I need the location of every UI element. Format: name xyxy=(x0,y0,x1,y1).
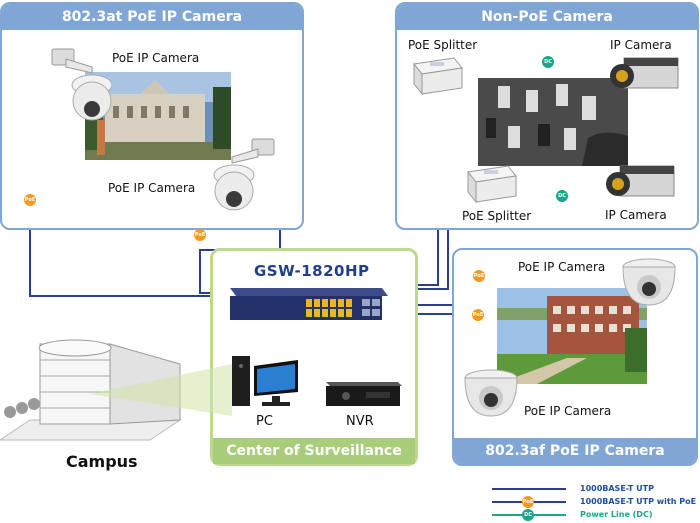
poe-splitter-2 xyxy=(467,165,517,204)
label-poe-ip-camera-2: PoE IP Camera xyxy=(108,181,196,195)
dc-badge-2: DC xyxy=(556,190,568,202)
dome-camera-2 xyxy=(464,369,518,417)
legend-utp: 1000BASE-T UTP xyxy=(580,484,654,493)
legend-poe-badge: PoE xyxy=(522,496,534,508)
box-camera-1 xyxy=(610,57,679,89)
gsw-1820hp-switch xyxy=(230,288,388,320)
switch-model-label: GSW-1820HP xyxy=(254,262,370,280)
legend-dc-badge: DC xyxy=(522,509,534,521)
dc-badge-1: DC xyxy=(542,56,554,68)
label-poe-splitter-2: PoE Splitter xyxy=(462,209,532,223)
poe-badge-1: PoE xyxy=(24,194,36,206)
label-ip-camera-2: IP Camera xyxy=(605,208,667,222)
poe-splitter-1 xyxy=(413,57,463,96)
poe-badge-4: PoE xyxy=(472,309,484,321)
label-poe-ip-camera-4: PoE IP Camera xyxy=(524,404,612,418)
box-camera-2 xyxy=(606,165,675,197)
pc-computer xyxy=(232,356,298,406)
campus-building xyxy=(0,339,232,441)
parking-lot-photo xyxy=(478,78,628,166)
label-nvr: NVR xyxy=(346,414,374,429)
label-pc: PC xyxy=(256,414,273,429)
campus-label: Campus xyxy=(66,452,138,471)
label-poe-ip-camera-3: PoE IP Camera xyxy=(518,260,606,274)
dome-camera-1 xyxy=(622,258,676,306)
poe-badge-3: PoE xyxy=(473,270,485,282)
panel-at-camera-title: 802.3at PoE IP Camera xyxy=(2,4,302,30)
nvr-recorder xyxy=(326,382,402,406)
panel-center-title: Center of Surveillance xyxy=(213,438,415,464)
label-poe-splitter-1: PoE Splitter xyxy=(408,38,478,52)
campus-building-photo xyxy=(497,288,647,384)
label-ip-camera-1: IP Camera xyxy=(610,38,672,52)
legend-utp-poe: 1000BASE-T UTP with PoE xyxy=(580,497,697,506)
poe-badge-2: PoE xyxy=(194,229,206,241)
panel-non-poe-title: Non-PoE Camera xyxy=(397,4,697,30)
panel-af-camera-title: 802.3af PoE IP Camera xyxy=(454,438,696,464)
speed-dome-camera-2 xyxy=(213,138,275,211)
label-poe-ip-camera-1: PoE IP Camera xyxy=(112,51,200,65)
legend-power-dc: Power Line (DC) xyxy=(580,510,653,519)
speed-dome-camera-1 xyxy=(51,48,112,121)
